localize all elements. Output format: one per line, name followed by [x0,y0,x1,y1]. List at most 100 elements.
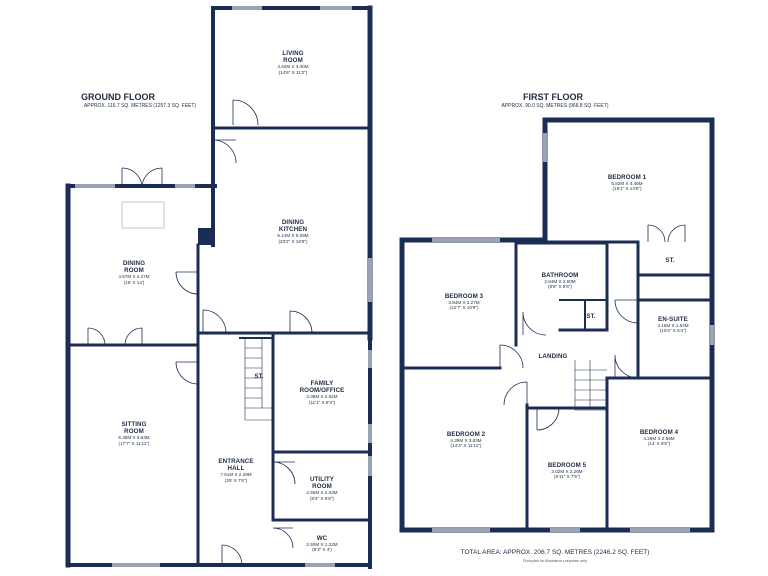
room-en-suite: EN-SUITE 3.15M X 1.64M (10'4" X 5'4") [657,316,688,334]
room-name: ST. [665,257,675,264]
room-name: ROOM [124,428,144,436]
roof-light [121,201,165,229]
door-ensuite [614,299,639,324]
room-dims-imperial: (19'1" X 14'8") [612,186,642,192]
room-name: BEDROOM 5 [547,462,587,469]
room-dims-metric: 6.14M X 5.09M [277,233,309,239]
door-bed5 [536,407,560,431]
room-dims-imperial: (17'7" X 11'11") [118,440,150,446]
door-bed2 [503,381,528,406]
room-dims-metric: 4.42M X 3.40M [277,64,309,70]
room-dims-metric: 3.02M X 2.26M [551,469,583,475]
total-area: TOTAL AREA: APPROX. 206.7 SQ. METRES (22… [460,549,650,556]
door-dining-sitting-r [124,327,143,346]
door-bed3 [499,344,524,369]
room-name: BATHROOM [541,272,579,279]
room-dims-imperial: (14'4" X 11'11") [450,443,482,449]
door-bed1-store-r [667,224,686,243]
room-name: LANDING [538,353,568,360]
room-bedroom-4: BEDROOM 4 4.26M X 2.56M (14' X 8'5") [640,429,678,447]
door-bed1-store-l [647,224,666,243]
room-dims-metric: 4.26M X 2.56M [643,436,675,442]
door-dining-french-l [121,167,143,187]
room-dims-metric: 4.39M X 3.63M [450,438,482,444]
room-name: BEDROOM 2 [446,431,486,438]
room-name: BEDROOM 1 [607,174,647,181]
room-name: EN-SUITE [658,316,688,323]
room-bedroom-5: BEDROOM 5 3.02M X 2.26M (9'11" X 7'5") [548,462,586,480]
room-dims-imperial: (8'4" X 6'8") [310,495,334,501]
room-name: ST. [586,313,596,320]
room-wc: WC 2.50M X 1.22M (8'3" X 4') [306,535,337,553]
room-dims-imperial: (10'4" X 5'4") [659,328,687,334]
room-dims-metric: 7.61M X 2.29M [220,472,252,478]
room-dims-imperial: (20'2" X 16'9") [278,238,308,244]
wall-ff-store-bed1 [636,240,714,277]
room-name: BEDROOM 3 [444,293,484,300]
room-dims-metric: 5.82M X 4.46M [611,181,643,187]
room-dims-imperial: (8'3" X 4') [312,547,332,553]
stairs-ground [244,338,273,421]
room-dims-imperial: (12'7" X 10'9") [449,305,479,311]
room-entrance: ENTRANCE HALL 7.61M X 2.29M (25' X 7'6") [218,458,253,483]
room-dims-metric: 4.57M X 4.27M [118,274,150,280]
door-kitchen-hall [202,309,227,334]
room-bedroom-2: BEDROOM 2 4.39M X 3.63M (14'4" X 11'11") [447,431,485,449]
first-floor-area: APPROX. 90.0 SQ. METRES (968.8 SQ. FEET) [501,103,609,109]
room-name: ROOM [283,57,303,65]
ground-floor-title: GROUND FLOOR [81,92,155,102]
room-name: HALL [227,465,245,473]
room-name: DINING [122,260,146,267]
room-store-ground: ST. [254,373,263,380]
room-name: UTILITY [309,476,335,483]
stairs [121,201,607,421]
door-utility [272,461,296,485]
room-dims-imperial: (11'1" X 8'3") [308,399,336,405]
room-dims-imperial: (14' X 8'5") [647,441,671,447]
room-store-bathroom: ST. [586,313,595,320]
room-bedroom-1: BEDROOM 1 5.82M X 4.46M (19'1" X 14'8") [608,174,646,192]
door-dining-sitting-l [87,327,106,346]
room-name: BEDROOM 4 [639,429,679,436]
room-name: WC [316,535,328,542]
door-kitchen-w [212,139,237,164]
door-bathroom [522,311,547,336]
door-bed4 [614,354,639,379]
room-sitting: SITTING ROOM 5.36M X 3.63M (17'7" X 11'1… [118,421,149,446]
room-dims-metric: 2.50M X 1.22M [306,542,338,548]
doors [87,99,686,566]
room-name: KITCHEN [278,226,308,234]
door-dining-kitchen [175,271,199,295]
room-dims-metric: 5.36M X 3.63M [118,435,150,441]
room-dining-kitchen: DINING KITCHEN 6.14M X 5.09M (20'2" X 16… [277,219,308,244]
room-dining: DINING ROOM 4.57M X 4.27M (15' X 14') [118,260,149,285]
door-sitting-hall [175,361,199,385]
door-wc [272,527,294,549]
door-living [232,99,259,126]
room-dims-imperial: (9'11" X 7'5") [553,474,581,480]
disclaimer: Floorplan for illustrative purposes only [523,559,587,563]
stairs-first [574,360,607,411]
room-name: ROOM/OFFICE [299,387,345,395]
room-dims-metric: 3.84M X 3.27M [448,300,480,306]
room-name: FAMILY [310,380,334,387]
room-name: ST. [254,373,264,380]
room-dims-imperial: (25' X 7'6") [224,477,248,483]
room-name: SITTING [121,421,147,428]
room-name: DINING [281,219,305,226]
walls [65,5,715,569]
room-family: FAMILY ROOM/OFFICE 3.38M X 2.52M (11'1" … [300,380,345,405]
chimney-pillar [198,228,215,245]
room-dims-imperial: (14'6" X 11'2") [278,69,308,75]
room-living: LIVING ROOM 4.42M X 3.40M (14'6" X 11'2"… [277,50,308,75]
room-name: LIVING [282,50,304,57]
room-dims-metric: 2.55M X 2.03M [306,490,338,496]
room-dims-metric: 2.64M X 2.60M [544,279,576,285]
room-utility: UTILITY ROOM 2.55M X 2.03M (8'4" X 6'8") [306,476,337,501]
room-bathroom: BATHROOM 2.64M X 2.60M (8'8" X 8'6") [542,272,579,290]
pillars [198,228,215,245]
room-dims-imperial: (15' X 14') [123,279,145,285]
ground-floor-area: APPROX. 116.7 SQ. METRES (1257.3 SQ. FEE… [83,103,197,109]
door-front [221,544,243,566]
